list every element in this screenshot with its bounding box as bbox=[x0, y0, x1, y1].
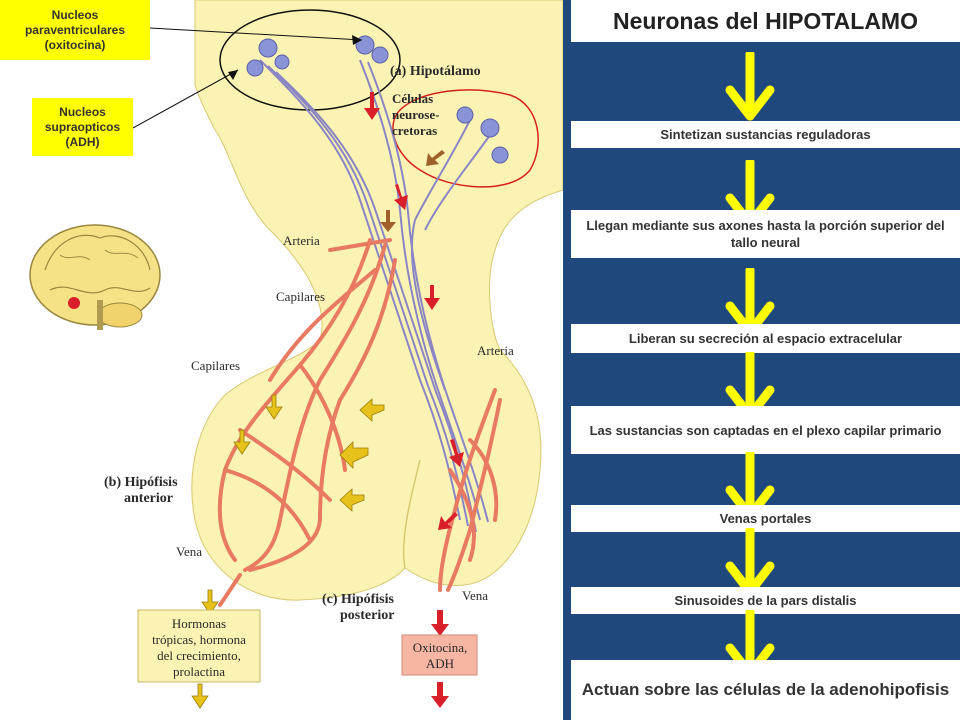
neurosecretory-outline bbox=[392, 89, 539, 188]
hormones-line-3: del crecimiento, bbox=[157, 648, 241, 663]
callout-paraventricular-line-2: paraventriculares bbox=[24, 22, 126, 37]
capillary-plexus-anterior bbox=[217, 238, 397, 607]
callout-paraventricular-line-1: Nucleos bbox=[51, 7, 99, 22]
secretion-arrows bbox=[191, 394, 385, 709]
diagram-panel: (a) Hipotálamo Células neurose- cretoras… bbox=[0, 0, 564, 720]
pointer-paraventricular bbox=[149, 27, 363, 41]
label-neurosecretory-3: cretoras bbox=[392, 123, 437, 138]
flow-step-1: Sintetizan sustancias reguladoras bbox=[571, 121, 960, 148]
label-hypothalamus: (a) Hipotálamo bbox=[390, 64, 481, 79]
hormones-line-1: Hormonas bbox=[172, 616, 226, 631]
flow-step-3: Liberan su secreción al espacio extracel… bbox=[571, 324, 960, 353]
flow-panel: Neuronas del HIPOTALAMO Sintetizan susta… bbox=[563, 0, 960, 720]
pointer-supraoptic bbox=[132, 69, 239, 129]
label-posterior-pituitary-1: (c) Hipófisis bbox=[322, 592, 394, 607]
callout-supraoptic-line-3: (ADH) bbox=[65, 134, 100, 149]
release-arrow-bottom bbox=[431, 682, 449, 708]
label-posterior-pituitary-2: posterior bbox=[340, 608, 394, 623]
flow-step-6: Sinusoides de la pars distalis bbox=[571, 587, 960, 614]
label-neurosecretory-1: Células bbox=[392, 91, 433, 106]
flow-final-step: Actuan sobre las células de la adenohipo… bbox=[571, 660, 960, 720]
callout-supraoptic-line-1: Nucleos bbox=[59, 104, 106, 119]
oxytocin-line-1: Oxitocina, bbox=[413, 640, 468, 655]
flow-step-4: Las sustancias son captadas en el plexo … bbox=[571, 406, 960, 454]
release-arrow-posterior bbox=[431, 610, 449, 636]
label-artery-top: Arteria bbox=[283, 233, 320, 248]
label-anterior-pituitary-1: (b) Hipófisis bbox=[104, 475, 178, 490]
label-anterior-pituitary-2: anterior bbox=[124, 491, 173, 506]
label-capillaries-mid: Capilares bbox=[191, 358, 240, 373]
oxytocin-box bbox=[401, 634, 478, 676]
callout-paraventricular-line-3: (oxitocina) bbox=[44, 37, 106, 52]
label-vein-right: Vena bbox=[462, 588, 488, 603]
label-neurosecretory-2: neurose- bbox=[392, 107, 439, 122]
callout-supraoptic-line-2: supraopticos bbox=[44, 119, 121, 134]
label-artery-right: Arteria bbox=[477, 343, 514, 358]
neuron-cells bbox=[246, 35, 509, 164]
flow-step-5: Venas portales bbox=[571, 505, 960, 532]
hypothalamus-tissue bbox=[191, 0, 563, 601]
callout-paraventricular: Nucleos paraventriculares (oxitocina) bbox=[0, 0, 150, 60]
flow-title-prefix: Neuronas del bbox=[612, 7, 766, 34]
brain-thumbnail bbox=[29, 224, 161, 330]
label-vein-left: Vena bbox=[176, 544, 202, 559]
down-arrow-icon bbox=[725, 52, 775, 121]
brain-pituitary-marker bbox=[68, 297, 80, 309]
flow-title: Neuronas del HIPOTALAMO bbox=[571, 0, 960, 42]
flow-title-emphasis: HIPOTALAMO bbox=[765, 7, 918, 34]
hormones-line-4: prolactina bbox=[173, 664, 225, 679]
label-capillaries-top: Capilares bbox=[276, 289, 325, 304]
flow-step-2: Llegan mediante sus axones hasta la porc… bbox=[571, 210, 960, 258]
hormones-line-2: trópicas, hormona bbox=[152, 632, 246, 647]
callout-supraoptic: Nucleos supraopticos (ADH) bbox=[32, 98, 133, 156]
hormones-box bbox=[137, 609, 261, 683]
posterior-lobe-outline bbox=[402, 459, 421, 569]
pituitary-diagram: (a) Hipotálamo Células neurose- cretoras… bbox=[29, 0, 563, 709]
flow-arrows-diagram bbox=[364, 92, 464, 530]
oxytocin-line-2: ADH bbox=[426, 656, 454, 671]
capillary-plexus-posterior bbox=[438, 388, 502, 592]
